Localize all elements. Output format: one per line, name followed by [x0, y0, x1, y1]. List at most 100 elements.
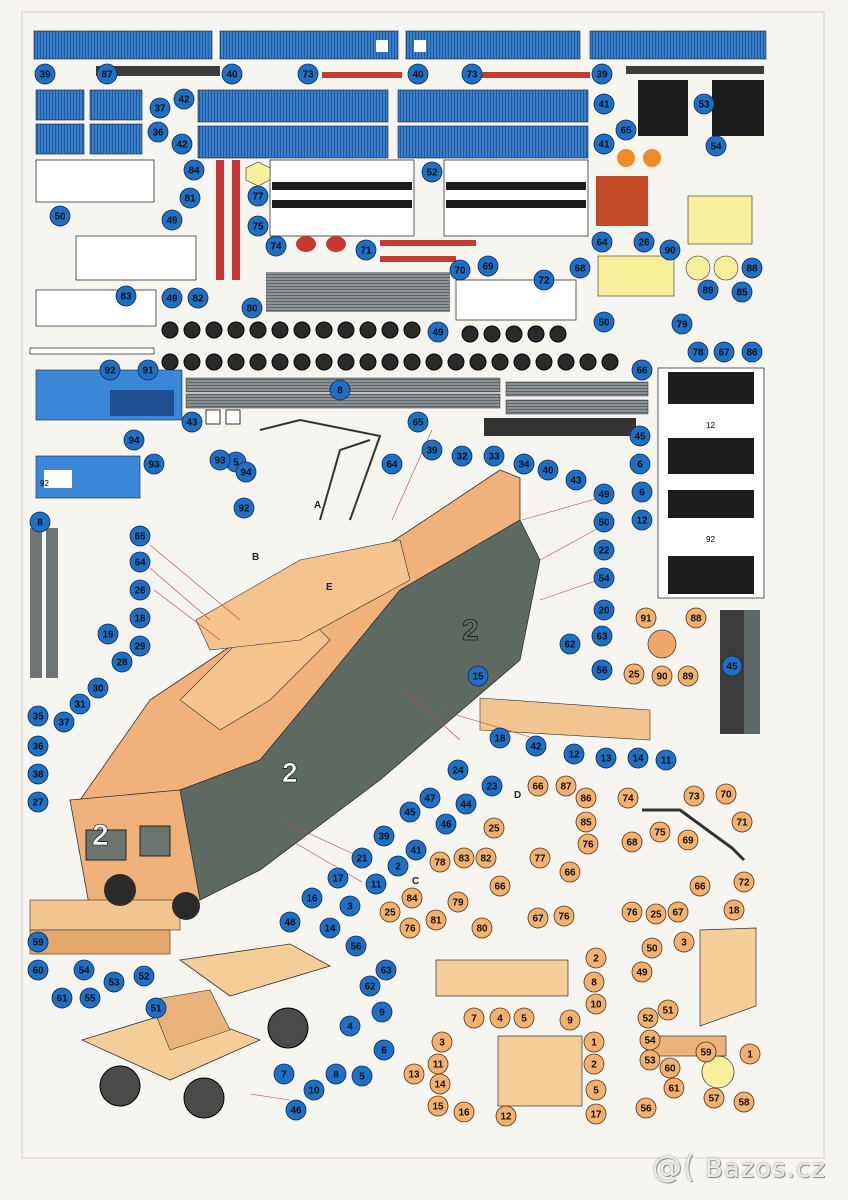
callout-number: 5	[521, 1014, 527, 1025]
gray-frame-strips	[30, 377, 649, 678]
assembly-letters: A B C D E	[252, 500, 521, 887]
callout-number: 66	[694, 882, 706, 893]
callout-badge	[147, 121, 169, 143]
callout-number: 76	[626, 908, 638, 919]
watermark: @( Bazos.cz	[652, 1150, 842, 1190]
callout-number: 80	[246, 304, 258, 315]
callout-badge	[527, 775, 549, 797]
callout-badge	[703, 1087, 725, 1109]
callout-number: 7	[281, 1070, 287, 1081]
callout-number: 54	[78, 966, 90, 977]
callout-number: 12	[500, 1112, 512, 1123]
callout-number: 90	[664, 246, 676, 257]
callout-number: 26	[134, 586, 146, 597]
callout-number: 46	[290, 1106, 302, 1117]
svg-text:D: D	[514, 790, 521, 801]
callout-number: 41	[410, 846, 422, 857]
callout-badge	[379, 901, 401, 923]
callout-number: 10	[590, 1000, 602, 1011]
callout-badge	[421, 161, 443, 183]
callout-badge	[463, 1007, 485, 1029]
bogie-frame	[80, 943, 332, 1119]
callout-number: 53	[644, 1056, 656, 1067]
callout-badge	[99, 359, 121, 381]
callout-number: 17	[332, 874, 344, 885]
callout-badge	[359, 975, 381, 997]
callout-number: 73	[466, 70, 478, 81]
callout-badge	[351, 1065, 373, 1087]
callout-number: 71	[360, 246, 372, 257]
callout-number: 85	[736, 288, 748, 299]
callout-number: 36	[32, 742, 44, 753]
callout-badge	[671, 313, 693, 335]
callout-badge	[241, 297, 263, 319]
callout-badge	[435, 813, 457, 835]
callout-badge	[475, 847, 497, 869]
callout-badge	[181, 411, 203, 433]
callout-number: 50	[598, 518, 610, 529]
callout-badge	[563, 743, 585, 765]
callout-badge	[733, 871, 755, 893]
callout-number: 5	[593, 1086, 599, 1097]
callout-badge	[297, 63, 319, 85]
callout-badge	[483, 445, 505, 467]
callout-number: 24	[452, 766, 464, 777]
callout-number: 14	[324, 924, 336, 935]
callout-badge	[635, 1097, 657, 1119]
page-border	[21, 11, 825, 1159]
callout-badge	[27, 959, 49, 981]
callout-number: 9	[567, 1016, 573, 1027]
callout-number: 61	[668, 1084, 680, 1095]
callout-number: 67	[672, 908, 684, 919]
callout-badge	[655, 749, 677, 771]
callout-number: 54	[598, 574, 610, 585]
callout-badge	[265, 235, 287, 257]
callout-badge	[471, 917, 493, 939]
callout-badge	[559, 633, 581, 655]
callout-number: 76	[558, 912, 570, 923]
callout-badge	[591, 63, 613, 85]
callout-number: 1	[591, 1038, 597, 1049]
callout-number: 12	[568, 750, 580, 761]
callout-badge	[741, 257, 763, 279]
svg-text:2: 2	[92, 819, 109, 852]
callout-number: 41	[598, 140, 610, 151]
callout-badge	[677, 665, 699, 687]
callout-badge	[115, 285, 137, 307]
callout-badge	[235, 461, 257, 483]
callout-badge	[593, 599, 615, 621]
callout-badge	[593, 483, 615, 505]
callout-number: 40	[226, 70, 238, 81]
callout-badge	[209, 449, 231, 471]
callout-badge	[381, 453, 403, 475]
callout-badge	[629, 425, 651, 447]
callout-badge	[453, 847, 475, 869]
callout-badge	[483, 817, 505, 839]
callout-badge	[431, 1031, 453, 1053]
callout-number: 83	[458, 854, 470, 865]
callout-badge	[187, 287, 209, 309]
callout-badge	[495, 1105, 517, 1127]
callout-badge	[593, 539, 615, 561]
callout-badge	[279, 911, 301, 933]
watermark-logo: @(	[652, 1150, 696, 1185]
callout-badge	[565, 469, 587, 491]
callout-number: 49	[432, 328, 444, 339]
callout-badge	[143, 453, 165, 475]
callout-number: 16	[458, 1108, 470, 1119]
callout-number: 63	[596, 632, 608, 643]
callout-number: 21	[356, 854, 368, 865]
callout-number: 29	[134, 642, 146, 653]
callout-badge	[739, 1043, 761, 1065]
callout-badge	[351, 847, 373, 869]
blue-side-panels	[35, 80, 764, 159]
callout-number: 52	[426, 168, 438, 179]
callout-badge	[695, 1041, 717, 1063]
callout-number: 56	[640, 1104, 652, 1115]
callout-number: 76	[404, 924, 416, 935]
callout-badge	[301, 887, 323, 909]
black-stripes	[266, 182, 586, 312]
callout-badge	[705, 135, 727, 157]
callout-badge	[585, 1079, 607, 1101]
